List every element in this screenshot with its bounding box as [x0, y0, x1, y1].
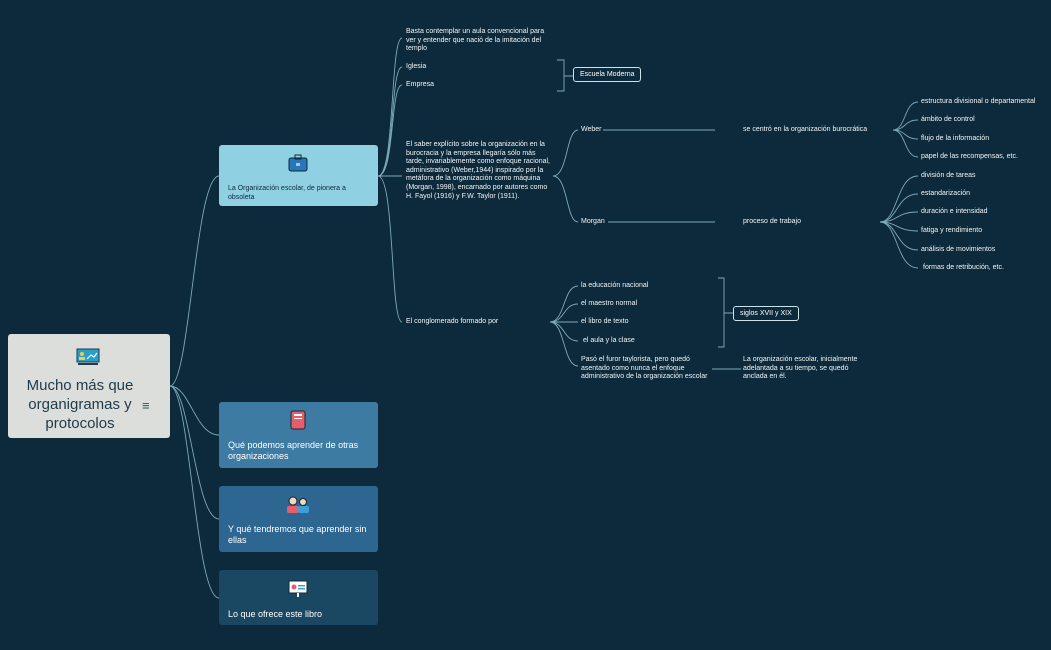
morgan-item[interactable]: duración e intensidad — [921, 208, 988, 215]
notes-icon[interactable]: ≡ — [142, 398, 150, 413]
branch-card-1[interactable]: La Organización escolar, de pionera a ob… — [219, 145, 378, 206]
weber-item[interactable]: flujo de la información — [921, 135, 990, 142]
branch-card-4[interactable]: Lo que ofrece este libro — [219, 570, 378, 625]
branch-label: La Organización escolar, de pionera a ob… — [228, 185, 346, 201]
weber-item[interactable]: estructura divisional o departamental — [921, 98, 1036, 105]
weber-item[interactable]: papel de las recompensas, etc. — [921, 153, 1018, 160]
siglos-summary[interactable]: siglos XVII y XIX — [733, 306, 799, 321]
conglomerado-item[interactable]: el libro de texto — [581, 318, 629, 325]
branch-label: Lo que ofrece este libro — [228, 609, 323, 619]
topic-conglomerado[interactable]: El conglomerado formado por — [406, 318, 499, 325]
topic-saber[interactable]: El saber explícito sobre la organización… — [406, 141, 550, 200]
weber-description[interactable]: se centró en la organización burocrática — [743, 126, 868, 133]
branch-label: Qué podemos aprender de otras organizaci… — [228, 440, 359, 461]
weber-item[interactable]: ámbito de control — [921, 116, 975, 123]
presentation-icon — [76, 348, 100, 365]
root-title: Mucho más que organigramas y protocolos — [26, 377, 134, 432]
morgan-item[interactable]: fatiga y rendimiento — [921, 227, 983, 234]
morgan-item[interactable]: formas de retribución, etc. — [923, 264, 1004, 271]
topic-intro[interactable]: Basta contemplar un aula convencional pa… — [406, 28, 545, 53]
morgan-item[interactable]: división de tareas — [921, 172, 976, 179]
branch-label: Y qué tendremos que aprender sin ellas — [228, 524, 367, 545]
conglomerado-item[interactable]: el aula y la clase — [583, 337, 635, 344]
notebook-icon — [290, 410, 306, 430]
topic-furor[interactable]: Pasó el furor taylorista, pero quedó ase… — [581, 356, 708, 381]
topic-weber[interactable]: Weber — [581, 126, 602, 133]
morgan-item[interactable]: estandarización — [921, 190, 971, 197]
morgan-item[interactable]: análisis de movimientos — [921, 246, 996, 253]
team-icon — [287, 496, 309, 513]
slideshow-icon — [288, 580, 308, 597]
conglomerado-item[interactable]: el maestro normal — [581, 300, 638, 307]
topic-morgan[interactable]: Morgan — [581, 218, 605, 225]
branch-card-2[interactable]: Qué podemos aprender de otras organizaci… — [219, 402, 378, 468]
topic-anclada[interactable]: La organización escolar, inicialmente ad… — [743, 356, 858, 381]
conglomerado-item[interactable]: la educación nacional — [581, 282, 649, 289]
morgan-description[interactable]: proceso de trabajo — [743, 218, 801, 225]
root-topic[interactable]: Mucho más que organigramas y protocolos … — [8, 334, 170, 438]
topic-iglesia[interactable]: Iglesia — [406, 63, 427, 70]
branch-card-3[interactable]: Y qué tendremos que aprender sin ellas — [219, 486, 378, 552]
topic-empresa[interactable]: Empresa — [406, 81, 435, 88]
briefcase-icon — [288, 154, 308, 172]
escuela-moderna-summary[interactable]: Escuela Moderna — [573, 67, 642, 82]
